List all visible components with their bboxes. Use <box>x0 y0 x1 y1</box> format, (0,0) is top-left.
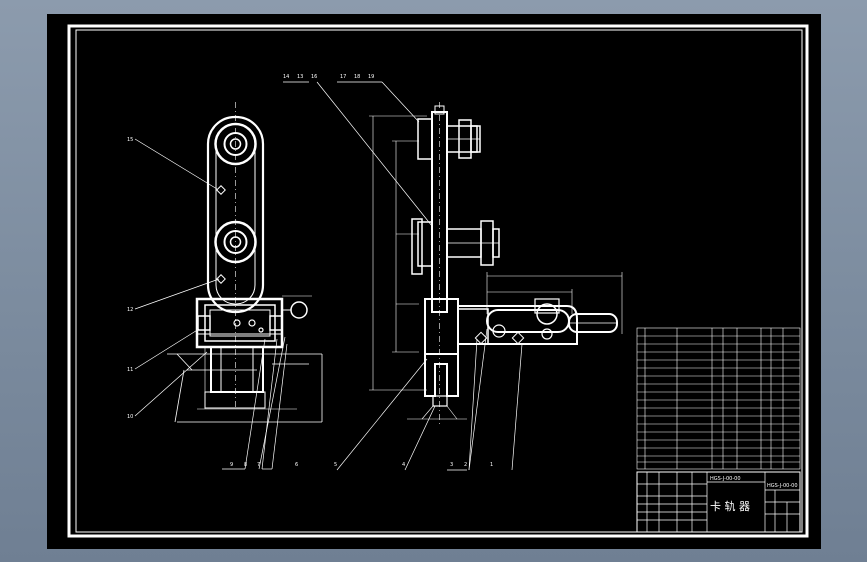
callout-19: 19 <box>368 74 374 80</box>
callout-2: 2 <box>464 462 467 468</box>
callout-14: 14 <box>283 74 289 80</box>
callout-17: 17 <box>340 74 346 80</box>
callout-6: 6 <box>295 462 298 468</box>
callout-4: 4 <box>402 462 405 468</box>
right-view-assembly <box>283 81 623 471</box>
callout-10: 10 <box>127 414 133 420</box>
callout-1: 1 <box>490 462 493 468</box>
callout-8: 8 <box>244 462 247 468</box>
parts-list-table <box>636 327 801 470</box>
outer-border <box>67 24 809 538</box>
dimension-lines <box>369 115 623 391</box>
callout-5: 5 <box>334 462 337 468</box>
title-block <box>636 471 801 533</box>
callout-16: 16 <box>311 74 317 80</box>
callout-7: 7 <box>257 462 260 468</box>
callout-15: 15 <box>127 137 133 143</box>
drawing-number-top: HGS-J-00-00 <box>710 476 741 482</box>
callout-13: 13 <box>297 74 303 80</box>
callout-18: 18 <box>354 74 360 80</box>
callout-11: 11 <box>127 367 133 373</box>
inner-border <box>75 29 803 533</box>
callout-3: 3 <box>450 462 453 468</box>
cad-drawing-sheet: 15 12 11 10 9 8 7 6 14 13 16 17 18 19 5 … <box>67 24 809 538</box>
rail-ground <box>167 353 323 423</box>
callout-12: 12 <box>127 307 133 313</box>
drawing-number-side: HGS-J-00-00 <box>767 483 798 489</box>
left-view-assembly <box>134 102 323 470</box>
drawing-name: 卡 轨 器 <box>710 499 750 513</box>
drawing-viewport[interactable]: 15 12 11 10 9 8 7 6 14 13 16 17 18 19 5 … <box>47 14 821 549</box>
callout-9: 9 <box>230 462 233 468</box>
